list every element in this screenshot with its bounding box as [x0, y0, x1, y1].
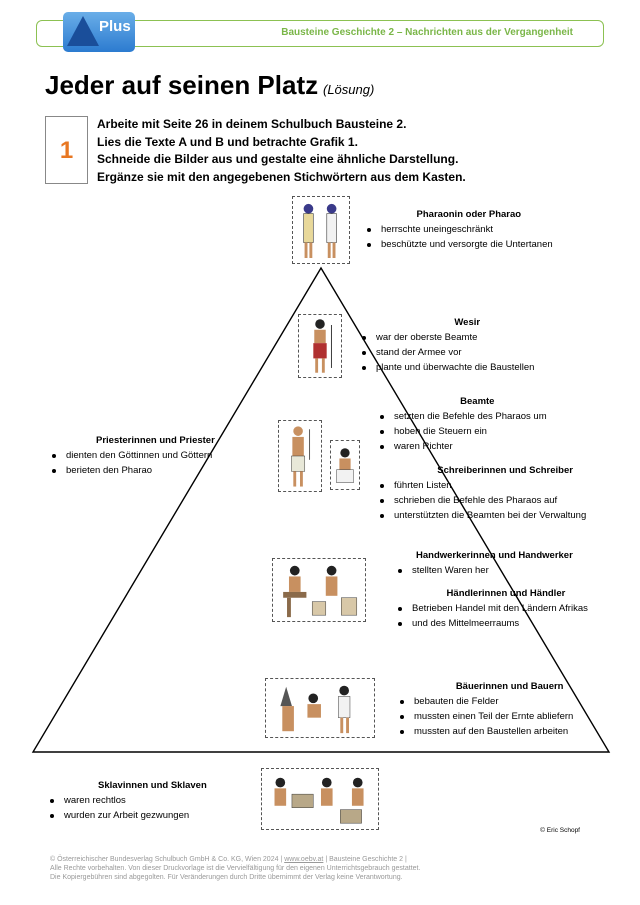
- list-item: herrschte uneingeschränkt: [365, 222, 553, 237]
- list-item: dienten den Göttinnen und Göttern: [50, 448, 215, 463]
- scribe-picture: [330, 440, 360, 490]
- group-sklaven: Sklavinnen und Sklaven waren rechtlos wu…: [48, 778, 207, 823]
- list-item: mussten einen Teil der Ernte abliefern: [398, 709, 573, 724]
- list-item: plante und überwachte die Baustellen: [360, 360, 534, 375]
- craftsman-trader-picture: [272, 558, 366, 622]
- list-item: setzten die Befehle des Pharaos um: [378, 409, 547, 424]
- task-number-box: 1: [45, 116, 88, 184]
- instruction-line: Ergänze sie mit den angegebenen Stichwör…: [97, 169, 466, 184]
- group-title: Pharaonin oder Pharao: [416, 209, 522, 220]
- footer-line: © Österreichischer Bundesverlag Schulbuc…: [50, 855, 420, 864]
- footer-text: | Bausteine Geschichte 2 |: [323, 856, 407, 863]
- series-title: Bausteine Geschichte 2 – Nachrichten aus…: [281, 27, 573, 38]
- list-item: hoben die Steuern ein: [378, 424, 547, 439]
- group-title: Schreiberinnen und Schreiber: [437, 465, 573, 476]
- list-item: waren Richter: [378, 439, 547, 454]
- header-bar: Bausteine Geschichte 2 – Nachrichten aus…: [36, 20, 604, 47]
- publisher-link[interactable]: www.oebv.at: [284, 856, 324, 863]
- list-item: waren rechtlos: [48, 793, 207, 808]
- page-subtitle: (Lösung): [323, 82, 375, 97]
- footer-text: © Österreichischer Bundesverlag Schulbuc…: [50, 856, 285, 863]
- list-item: stellten Waren her: [396, 563, 573, 578]
- group-beamte: Beamte setzten die Befehle des Pharaos u…: [378, 394, 547, 454]
- list-item: führten Listen: [378, 478, 586, 493]
- pyramid-triangle: [31, 266, 611, 753]
- list-item: bebauten die Felder: [398, 694, 573, 709]
- list-item: Betrieben Handel mit den Ländern Afrikas: [396, 601, 588, 616]
- group-bauern: Bäuerinnen und Bauern bebauten die Felde…: [398, 679, 573, 739]
- group-haendler: Händlerinnen und Händler Betrieben Hande…: [396, 586, 588, 631]
- group-title: Beamte: [460, 396, 495, 407]
- group-wesir: Wesir war der oberste Beamte stand der A…: [360, 315, 534, 375]
- instruction-line: Schneide die Bilder aus und gestalte ein…: [97, 152, 459, 166]
- group-title: Wesir: [454, 317, 481, 328]
- image-credit: © Eric Schopf: [540, 827, 580, 834]
- list-item: wurden zur Arbeit gezwungen: [48, 808, 207, 823]
- group-title: Bäuerinnen und Bauern: [455, 681, 564, 692]
- group-handwerker: Handwerkerinnen und Handwerker stellten …: [396, 548, 573, 578]
- group-title: Sklavinnen und Sklaven: [98, 780, 207, 791]
- publisher-logo: Plus: [63, 12, 135, 52]
- footer-line: Alle Rechte vorbehalten. Von dieser Druc…: [50, 865, 421, 872]
- vizier-picture: [298, 314, 342, 378]
- group-priester: Priesterinnen und Priester dienten den G…: [50, 433, 215, 478]
- instruction-line: Lies die Texte A und B und betrachte Gra…: [97, 134, 358, 149]
- list-item: war der oberste Beamte: [360, 330, 534, 345]
- pharaoh-picture: [292, 196, 350, 264]
- list-item-continuation: und des Mittelmeerraums: [412, 618, 520, 629]
- group-title: Priesterinnen und Priester: [96, 435, 215, 446]
- list-item: mussten auf den Baustellen arbeiten: [398, 724, 573, 739]
- task-instructions: Arbeite mit Seite 26 in deinem Schulbuch…: [97, 116, 466, 186]
- list-item: unterstützten die Beamten bei der Verwal…: [378, 508, 586, 523]
- logo-text: Plus: [99, 18, 131, 35]
- footer: © Österreichischer Bundesverlag Schulbuc…: [50, 855, 420, 882]
- list-item: schrieben die Befehle des Pharaos auf: [378, 493, 586, 508]
- page-title: Jeder auf seinen Platz: [45, 70, 319, 100]
- instruction-line: Arbeite mit Seite 26 in deinem Schulbuch…: [97, 117, 407, 131]
- group-pharao: Pharaonin oder Pharao herrschte uneinges…: [365, 207, 553, 252]
- footer-line: Die Kopiergebühren sind abgegolten. Für …: [50, 874, 403, 881]
- group-title: Handwerkerinnen und Handwerker: [416, 550, 573, 561]
- pyramid-logo-icon: [67, 16, 99, 46]
- list-item: und des Mittelmeerraums: [396, 616, 588, 631]
- list-item: beschützte und versorgte die Untertanen: [365, 237, 553, 252]
- farmers-picture: [265, 678, 375, 738]
- group-schreiber: Schreiberinnen und Schreiber führten Lis…: [378, 463, 586, 523]
- slaves-picture: [261, 768, 379, 830]
- priest-picture: [278, 420, 322, 492]
- list-item: stand der Armee vor: [360, 345, 534, 360]
- list-item: berieten den Pharao: [50, 463, 215, 478]
- group-title: Händlerinnen und Händler: [446, 588, 566, 599]
- task-number: 1: [59, 137, 74, 164]
